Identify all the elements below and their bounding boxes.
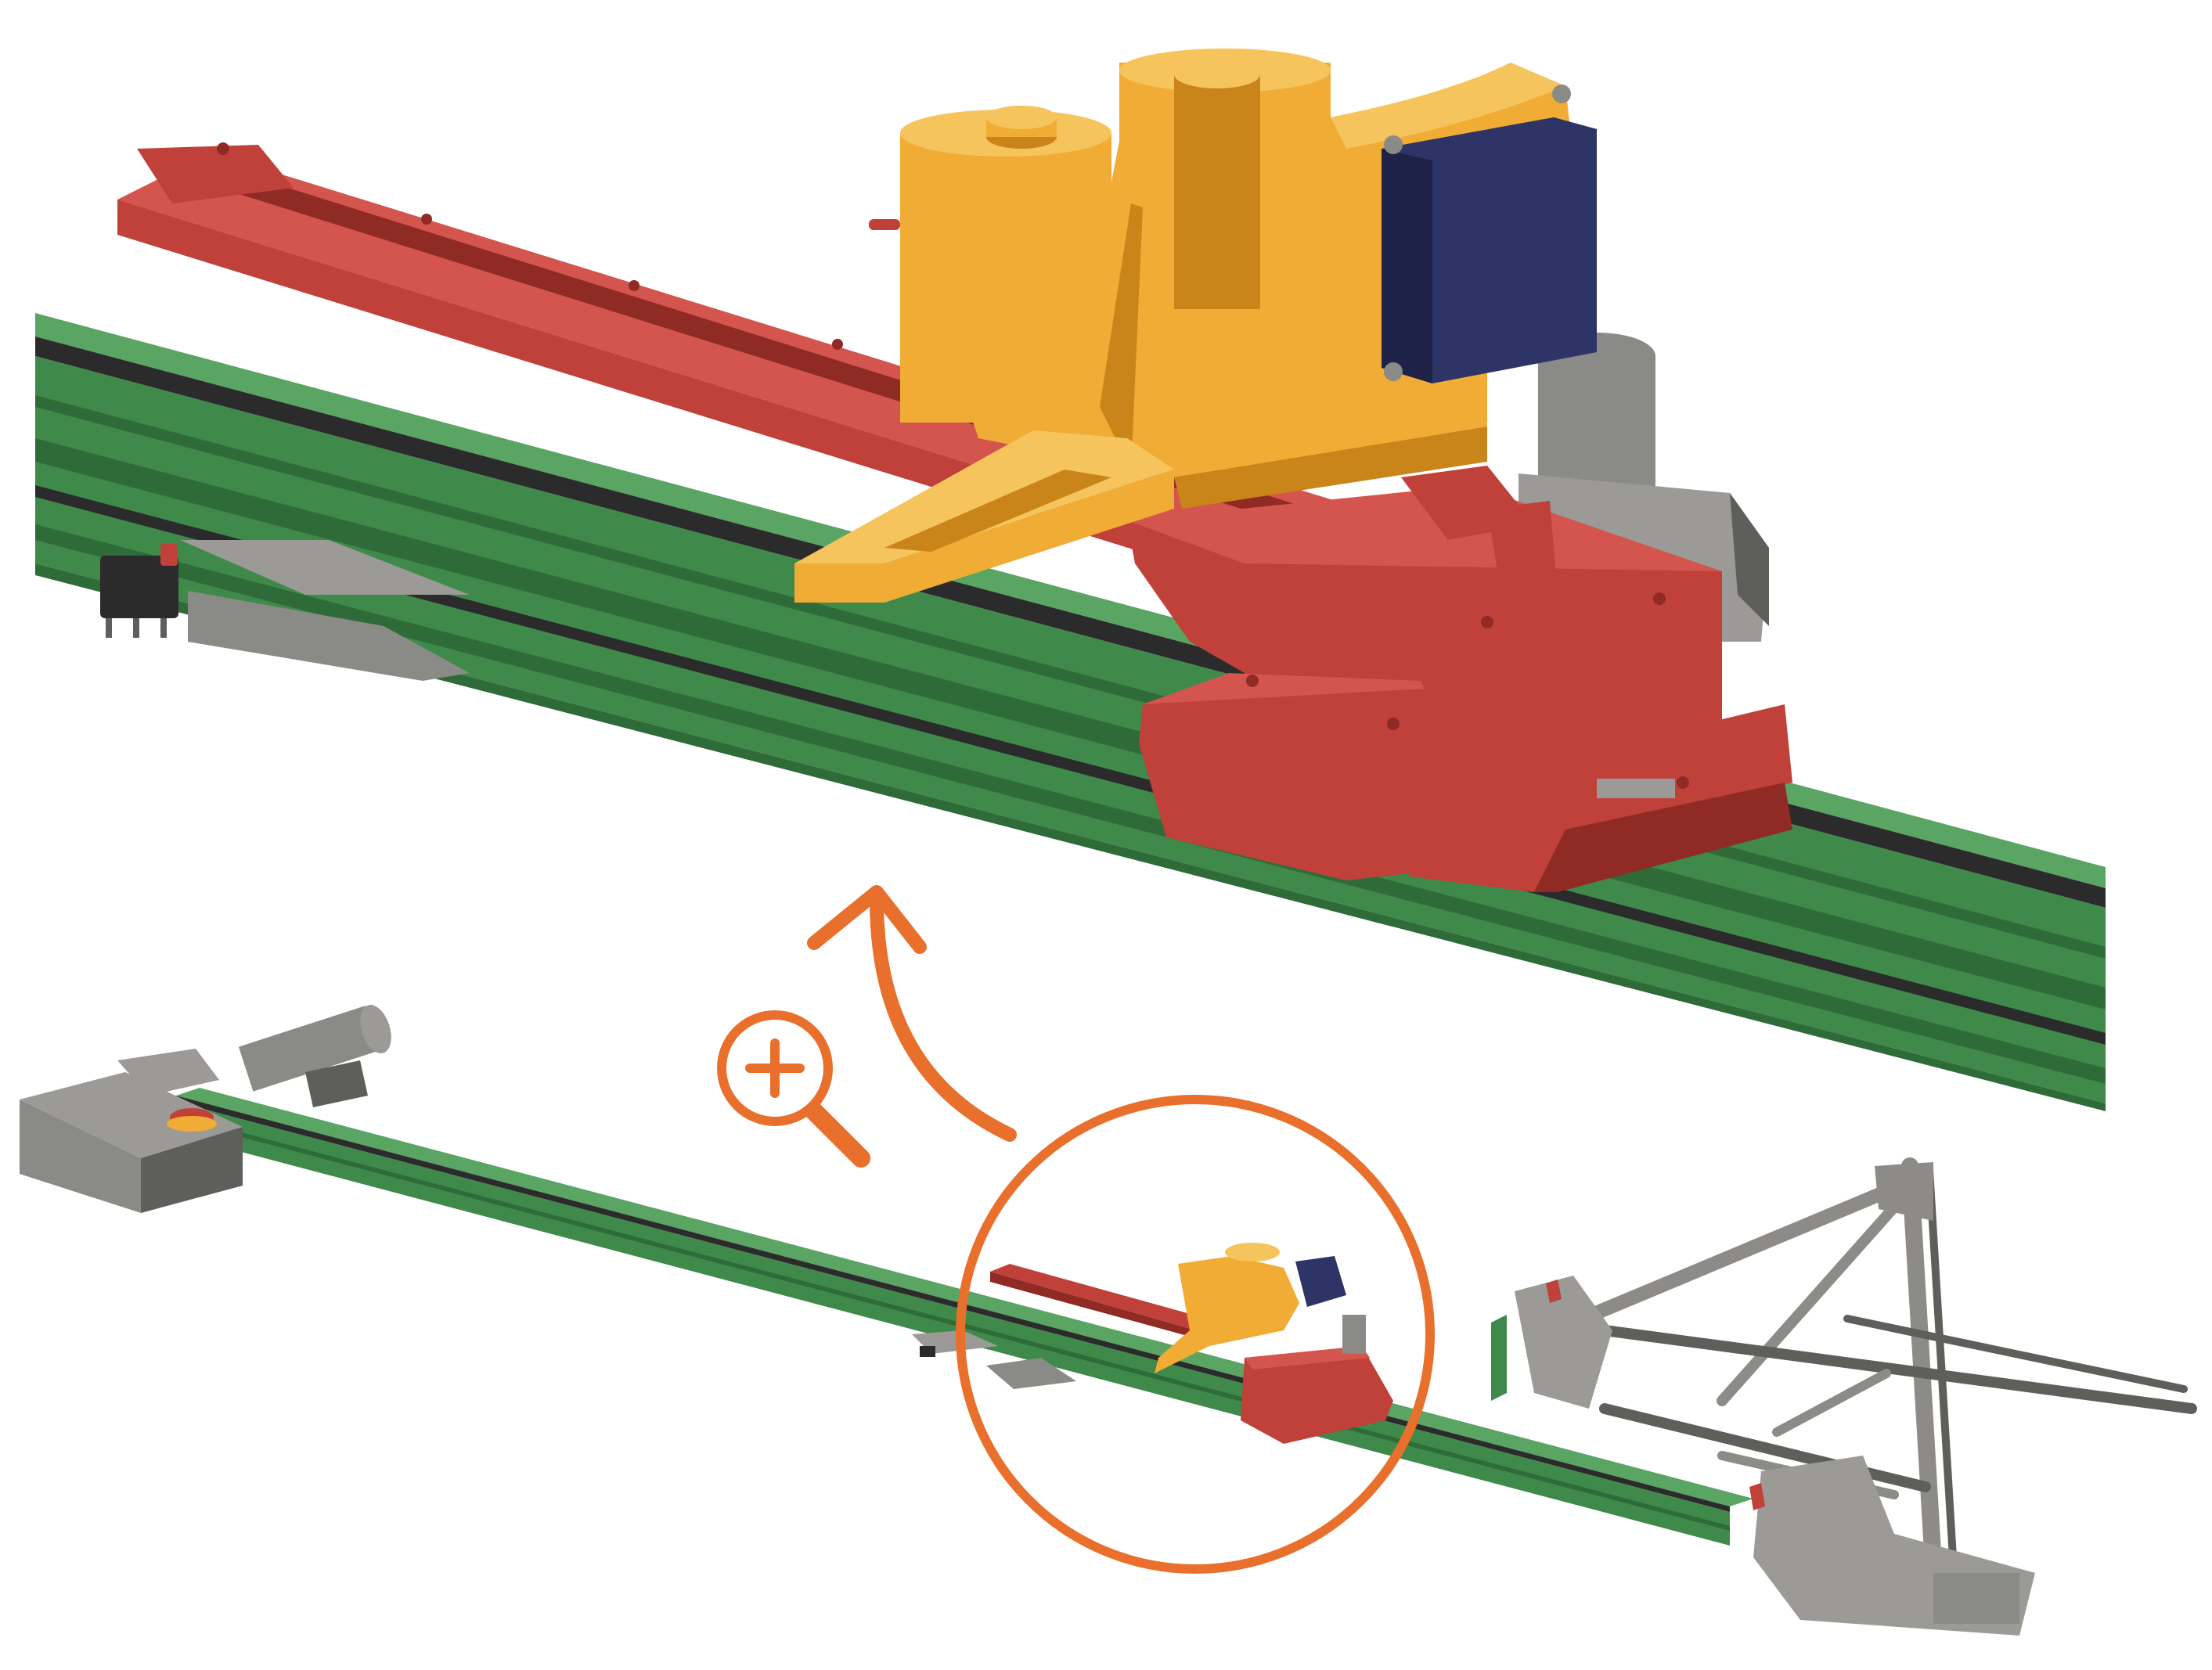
frame-rail-upper — [1599, 1325, 2197, 1414]
zoom-in-icon — [717, 1010, 870, 1168]
carriage-screw-4 — [1653, 592, 1666, 605]
tool-servo-cradle-top — [1331, 63, 1565, 149]
carriage-foot-side — [1534, 783, 1792, 892]
frame-foot — [1933, 1573, 2019, 1624]
emergency-stop-ring — [167, 1116, 217, 1132]
arrow-shaft — [870, 893, 1017, 1142]
frame-upright-back — [1926, 1166, 1957, 1561]
arrow-head — [807, 885, 927, 954]
rail-slot — [176, 1096, 1730, 1512]
rail-hole-3 — [629, 280, 639, 291]
limit-switch-overview — [912, 1330, 1076, 1389]
highlight-circle — [956, 1095, 1435, 1574]
limit-bracket-2 — [986, 1358, 1076, 1389]
zoom-handle — [805, 1102, 870, 1168]
servo-screw-1 — [1384, 135, 1403, 154]
carriage-bumper-block — [1139, 681, 1425, 880]
carriage-rail-block-2 — [1487, 501, 1558, 603]
tool-inner-cylinder-top — [1174, 60, 1260, 88]
carriage-screw-5 — [1677, 776, 1689, 789]
servo-body-front — [1382, 117, 1597, 383]
servo-screw-2 — [1384, 362, 1403, 381]
frame-diagonal-2 — [1717, 1184, 1915, 1406]
red-carriage-zoomed — [1127, 466, 1792, 892]
tool-side-pin — [869, 219, 900, 230]
frame-crossbar — [1772, 1369, 1891, 1437]
rail-groove-3 — [35, 485, 2106, 1045]
frame-diagonal-1 — [1566, 1175, 1917, 1330]
tool-cylinder-left-knob-cap — [986, 106, 1057, 129]
limit-switch-pin-2 — [133, 618, 139, 638]
end-motor-bracket — [305, 1060, 368, 1107]
tool-inner-cylinder — [1174, 74, 1260, 309]
motor-shaft-body — [1538, 356, 1655, 489]
carriage-screw-1 — [1246, 675, 1259, 687]
mini-red-rail — [990, 1264, 1221, 1332]
tool-fork-top — [794, 430, 1174, 563]
control-box-top — [20, 1072, 243, 1158]
tool-mount-plate-front — [1174, 426, 1487, 509]
control-box-side — [141, 1127, 243, 1213]
annotations — [717, 885, 1435, 1574]
curved-arrow-icon — [807, 885, 1017, 1142]
carriage-wheel — [1597, 779, 1675, 798]
zoom-lens — [717, 1010, 833, 1126]
frame-green-stub — [1491, 1315, 1507, 1401]
carriage-screw-3 — [1481, 616, 1493, 628]
mini-red-carriage-top — [1245, 1346, 1370, 1369]
green-rail-zoomed — [35, 313, 2106, 1111]
end-motor-mount — [117, 1049, 219, 1096]
limit-switch-mini — [920, 1346, 935, 1357]
mini-orange-tool — [1155, 1256, 1299, 1373]
limit-switch-body — [100, 556, 178, 618]
end-motor-cap — [360, 1005, 391, 1053]
mini-stepper — [1342, 1315, 1366, 1354]
bracket-front — [188, 591, 470, 681]
tool-fork-cutout — [884, 470, 1111, 552]
mini-red-carriage — [1241, 1346, 1393, 1444]
zoomed-detail-view — [35, 49, 2106, 1111]
rail-hole-4 — [832, 339, 843, 350]
frame-right-gusset — [1875, 1162, 1933, 1221]
limit-switch-pin-1 — [106, 618, 112, 638]
bracket-top — [180, 540, 470, 595]
rail-hole-2 — [421, 214, 432, 225]
servo-screw-3 — [1552, 85, 1571, 103]
end-motor-body — [238, 1006, 380, 1092]
mini-orange-cylinder — [1225, 1243, 1280, 1261]
limit-switch-pin-3 — [160, 618, 167, 638]
frame-rail-mid — [1843, 1315, 2188, 1393]
frame-left-bracket — [1515, 1276, 1612, 1409]
rail-hole-1 — [217, 142, 229, 155]
frame-red-part-1 — [1546, 1279, 1562, 1303]
servo-body-side — [1382, 149, 1432, 383]
limit-switch-lever — [160, 544, 178, 566]
mini-carriage-overview — [990, 1243, 1393, 1444]
carriage-screw-2 — [1387, 718, 1400, 730]
tool-fork-front — [794, 470, 1174, 603]
mini-servo — [1295, 1256, 1346, 1307]
limit-switch-bracket-zoomed — [100, 540, 470, 681]
gray-frame-plates — [1491, 1162, 2035, 1636]
rail-groove-4 — [35, 524, 2106, 1084]
frame-red-part-2 — [1749, 1483, 1765, 1510]
carriage-bumper-top — [1143, 673, 1425, 704]
rail-bottom-edge — [35, 563, 2106, 1111]
control-box-front — [20, 1100, 141, 1213]
frame-rail-lower — [1599, 1403, 1931, 1492]
frame-upright-main — [1901, 1157, 1942, 1574]
red-rail-end-block — [137, 145, 294, 203]
servo-body-top — [1382, 117, 1597, 160]
control-box — [20, 1005, 391, 1213]
servo-motor-zoomed — [1382, 85, 1597, 383]
overview-assembly — [20, 1005, 2197, 1636]
motor-mount-side — [1730, 493, 1769, 626]
tool-gusset-face — [1100, 203, 1143, 470]
carriage-left-wing — [1127, 520, 1245, 673]
mini-red-rail-front — [990, 1272, 1201, 1340]
